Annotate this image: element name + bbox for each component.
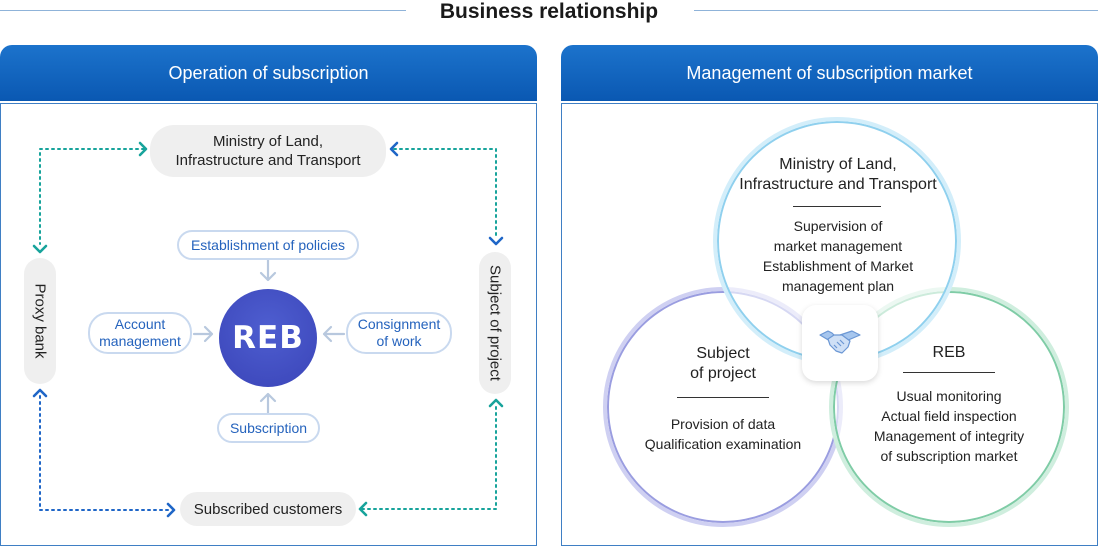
ministry-node-label: Ministry of Land, Infrastructure and Tra… [175, 133, 361, 169]
consignment-tag: Consignment of work [346, 312, 452, 354]
subject-node: Subject of project [479, 252, 511, 394]
management-panel-title: Management of subscription market [561, 45, 1098, 101]
subject-circle-title: Subject of project [690, 345, 756, 382]
arrowhead-to-proxy-bottom [32, 388, 48, 398]
arrowhead-to-ministry-left [138, 141, 148, 157]
arrow-consignment-to-reb [322, 325, 346, 343]
subject-circle-rule [677, 397, 769, 398]
reb-circle-desc: Usual monitoring Actual field inspection… [873, 388, 1025, 464]
subscription-tag: Subscription [217, 413, 320, 443]
arrowhead-to-proxy-top [32, 244, 48, 254]
proxy-bank-node: Proxy bank [24, 258, 56, 384]
arrowhead-to-subject-bottom [488, 398, 504, 408]
proxy-bank-label: Proxy bank [31, 283, 49, 359]
ministry-circle-rule [793, 206, 881, 207]
subscribed-customers-label: Subscribed customers [193, 500, 343, 518]
account-label: Account management [99, 316, 181, 349]
title-rule-left [0, 10, 406, 11]
arrowhead-to-ministry-right [389, 141, 399, 157]
reb-logo: REB [219, 289, 317, 387]
arrowhead-to-subject-top [488, 236, 504, 246]
policies-label: Establishment of policies [190, 236, 346, 253]
arrow-account-to-reb [192, 325, 214, 343]
arrowhead-to-subscribed-right [358, 501, 368, 517]
consignment-label: Consignment of work [357, 316, 441, 349]
subject-circle-desc: Provision of data Qualification examinat… [644, 416, 802, 452]
operation-panel-title: Operation of subscription [0, 45, 537, 101]
ministry-circle-title: Ministry of Land, Infrastructure and Tra… [739, 156, 937, 193]
subscribed-customers-node: Subscribed customers [180, 492, 356, 526]
title-rule-right [694, 10, 1098, 11]
arrow-policies-to-reb [259, 258, 277, 282]
reb-circle-rule [903, 372, 995, 373]
handshake-icon-graphic [819, 330, 861, 354]
account-tag: Account management [88, 312, 192, 354]
ministry-node: Ministry of Land, Infrastructure and Tra… [150, 125, 386, 177]
subject-label: Subject of project [486, 265, 504, 381]
ministry-circle-desc: Supervision of market management Establi… [762, 218, 914, 294]
arrowhead-to-subscribed-left [166, 502, 176, 518]
policies-tag: Establishment of policies [177, 230, 359, 260]
page-title: Business relationship [439, 0, 659, 23]
reb-logo-text: REB [232, 320, 304, 356]
handshake-icon [802, 305, 878, 381]
reb-circle-title: REB [932, 344, 966, 361]
arrow-subscription-to-reb [259, 392, 277, 416]
subscription-label: Subscription [229, 419, 308, 436]
